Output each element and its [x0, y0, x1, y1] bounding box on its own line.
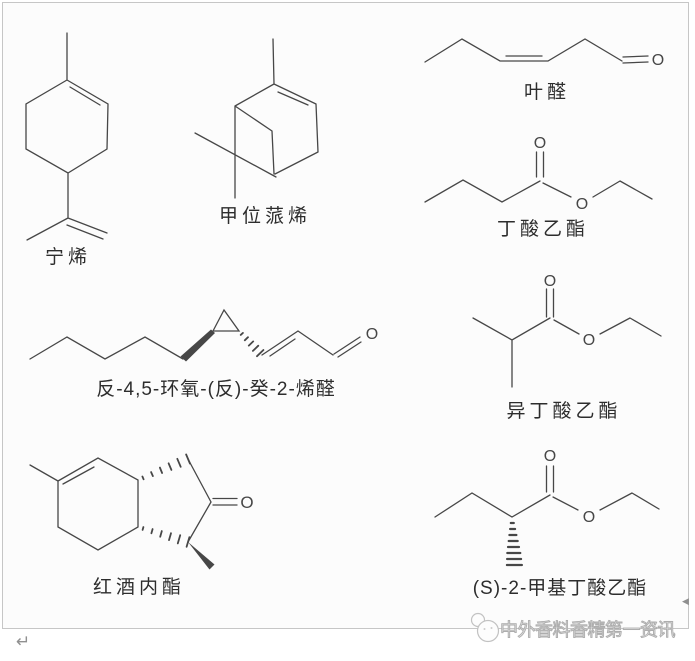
oxygen-atom-label: O — [544, 448, 556, 465]
oxygen-atom-label: O — [544, 273, 556, 290]
oxygen-atom-label: O — [583, 332, 595, 349]
oxygen-atom-label: O — [583, 509, 595, 526]
structure-leaf-aldehyde: O — [424, 38, 664, 69]
watermark-text: 中外香料香精第一资讯 — [500, 620, 676, 641]
document-image-frame — [2, 2, 689, 629]
structure-ethyl-isobutyrate: O O — [472, 273, 662, 388]
structure-ethyl-butyrate: O O — [424, 135, 653, 213]
structure-epoxy-decenal: O — [29, 308, 378, 362]
hashed-wedge-bond — [141, 526, 191, 548]
label-epoxy-decenal: 反-4,5-环氧-(反)-癸-2-烯醛 — [96, 379, 336, 400]
oxygen-atom-label: O — [534, 135, 546, 152]
structure-ethyl-s-2-methylbutyrate: O O — [434, 448, 660, 567]
oxygen-atom-label: O — [652, 52, 664, 69]
label-ethyl-isobutyrate: 异丁酸乙酯 — [506, 401, 622, 422]
label-alpha-pinene: 甲位蒎烯 — [218, 206, 311, 227]
label-limonene: 宁烯 — [44, 247, 91, 268]
bold-wedge-bond — [180, 329, 215, 362]
oxygen-atom-label: O — [366, 326, 378, 343]
bold-wedge-bond — [188, 542, 215, 570]
oxygen-atom-label: O — [240, 493, 253, 512]
structure-alpha-pinene — [194, 38, 319, 199]
hashed-wedge-bond — [141, 453, 191, 481]
structure-wine-lactone: O — [29, 453, 254, 570]
label-ethyl-butyrate: 丁酸乙酯 — [496, 219, 589, 240]
paragraph-return-mark: ↵ — [16, 632, 31, 651]
label-wine-lactone: 红酒内酯 — [92, 577, 185, 598]
hashed-wedge-bond — [239, 332, 265, 358]
hashed-wedge-bond — [505, 521, 523, 567]
oxygen-atom-label: O — [576, 196, 588, 213]
image-anchor-icon: ◀ — [682, 596, 689, 606]
label-s-2-methylbutyrate: (S)-2-甲基丁酸乙酯 — [472, 578, 648, 599]
label-leaf-aldehyde: 叶醛 — [523, 82, 570, 103]
watermark-logo-icon — [470, 612, 500, 643]
structure-limonene — [25, 32, 109, 241]
